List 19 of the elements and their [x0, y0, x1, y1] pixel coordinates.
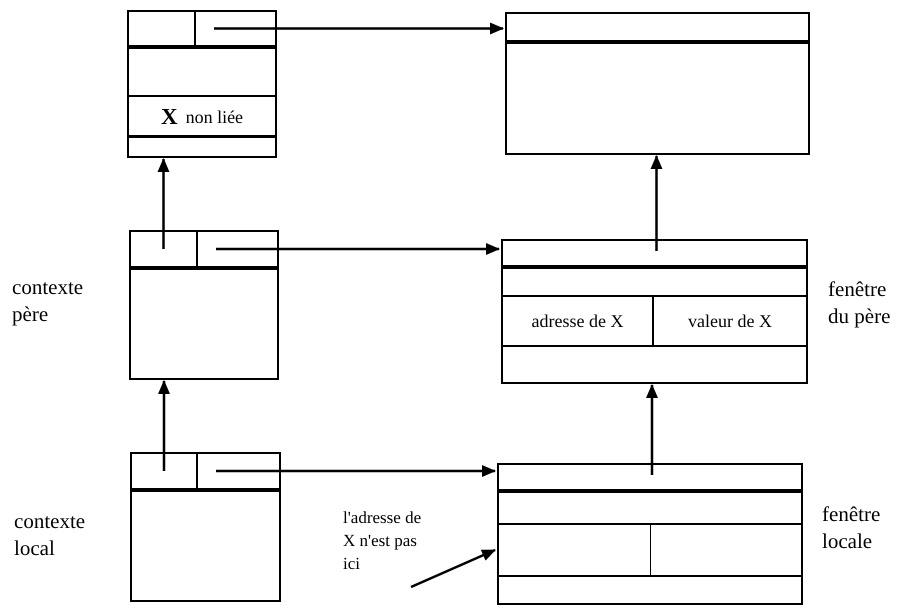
annotation-text: l'adresse de X n'est pas ici — [343, 507, 425, 589]
frame-box — [127, 10, 277, 158]
leader-arrow — [410, 548, 496, 588]
arrow — [158, 158, 170, 249]
side-label: fenêtre locale — [822, 501, 882, 556]
arrow — [650, 155, 662, 251]
arrow — [216, 243, 500, 255]
frame-box — [505, 12, 810, 155]
frame-box — [501, 239, 808, 384]
side-label: contexte père — [12, 274, 84, 328]
arrow — [158, 380, 170, 471]
arrow — [646, 384, 658, 475]
frame-box — [497, 463, 803, 605]
side-label: fenêtre du père — [828, 276, 892, 330]
side-label: contexte local — [14, 508, 86, 562]
arrow — [214, 22, 504, 34]
frame-box — [129, 230, 279, 380]
arrow — [216, 465, 496, 477]
frame-box — [130, 452, 281, 602]
